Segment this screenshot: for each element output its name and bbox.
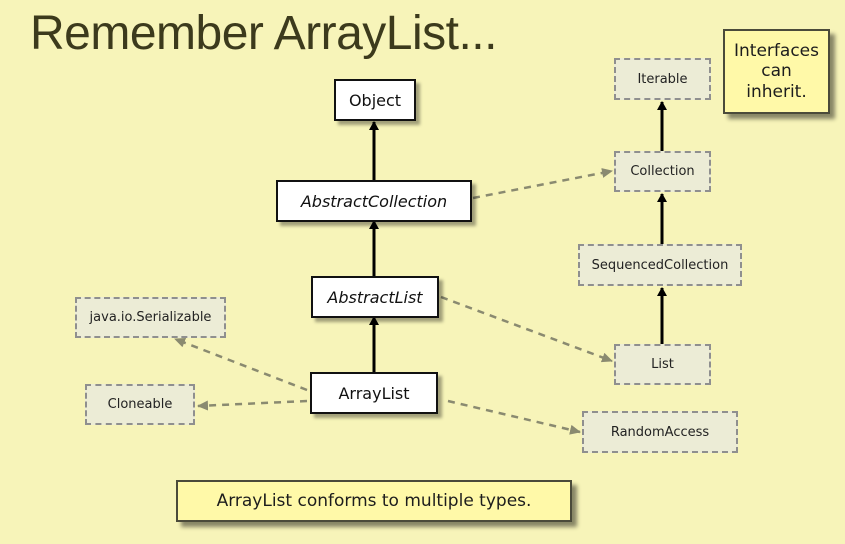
interface-collection-label: Collection (630, 164, 695, 179)
interface-sequenced-collection-label: SequencedCollection (591, 257, 729, 273)
class-arraylist-label: ArrayList (338, 383, 410, 403)
interface-cloneable-label: Cloneable (107, 397, 173, 412)
class-abstract-collection-label: AbstractCollection (300, 191, 448, 211)
interface-random-access: RandomAccess (582, 411, 738, 453)
class-object-label: Object (348, 90, 402, 110)
interface-serializable-label: java.io.Serializable (89, 310, 212, 325)
class-object: Object (334, 79, 416, 121)
note-interfaces-inherit-text: Interfaces can inherit. (734, 40, 819, 102)
implements-arrow-abstractcollection-collection (472, 167, 613, 200)
interface-random-access-label: RandomAccess (610, 424, 710, 440)
interface-serializable: java.io.Serializable (75, 297, 226, 338)
note-interfaces-inherit: Interfaces can inherit. (723, 29, 830, 114)
class-abstract-collection: AbstractCollection (276, 180, 472, 222)
interface-cloneable: Cloneable (85, 384, 195, 425)
class-abstract-list: AbstractList (311, 276, 439, 318)
implements-arrow-arraylist-randomaccess (447, 399, 581, 435)
interface-collection: Collection (614, 151, 711, 192)
note-conforms: ArrayList conforms to multiple types. (176, 480, 572, 522)
interface-list-label: List (651, 357, 674, 372)
class-abstract-list-label: AbstractList (327, 287, 423, 307)
interface-sequenced-collection: SequencedCollection (578, 244, 742, 286)
class-arraylist: ArrayList (310, 372, 438, 414)
implements-arrow-abstractlist-list (440, 295, 613, 363)
implements-arrow-arraylist-cloneable (197, 399, 308, 411)
interface-iterable: Iterable (614, 58, 711, 100)
note-conforms-text: ArrayList conforms to multiple types. (216, 490, 532, 511)
implements-arrow-arraylist-serializable (174, 337, 308, 392)
interface-iterable-label: Iterable (637, 71, 688, 87)
slide-title: Remember ArrayList... (30, 7, 497, 60)
interface-list: List (614, 344, 711, 385)
